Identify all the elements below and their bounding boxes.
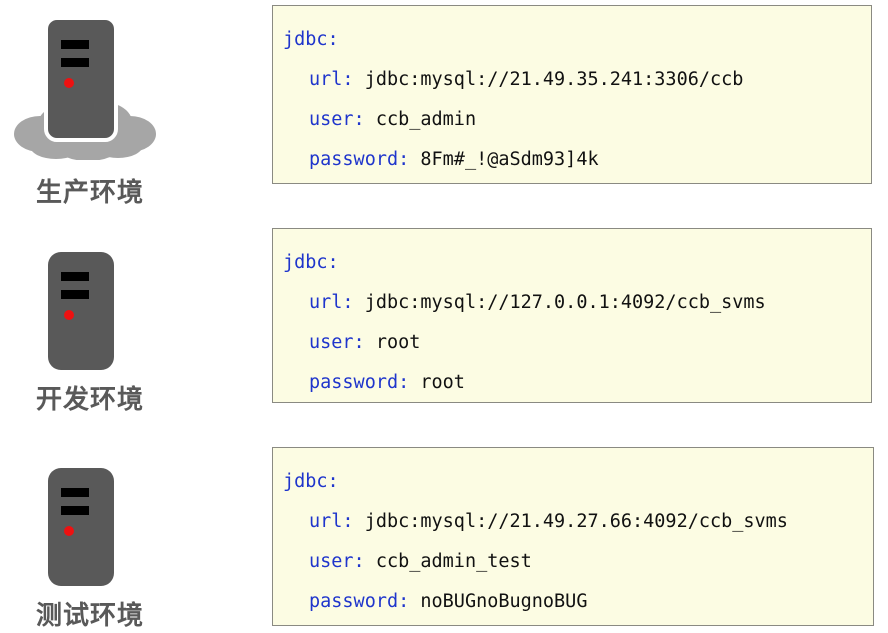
config-key-jdbc: jdbc: bbox=[283, 252, 339, 273]
environment-row-production: 生产环境 jdbc: url: jdbc:mysql://21.49.35.24… bbox=[0, 0, 888, 215]
server-chassis bbox=[44, 16, 118, 142]
server-status-led-icon bbox=[64, 78, 74, 88]
config-key-password: password: bbox=[309, 591, 410, 612]
config-key-password: password: bbox=[309, 372, 410, 393]
config-value-url: jdbc:mysql://21.49.27.66:4092/ccb_svms bbox=[364, 511, 788, 532]
environment-row-test: 测试环境 jdbc: url: jdbc:mysql://21.49.27.66… bbox=[0, 440, 888, 633]
server-icon bbox=[0, 440, 270, 590]
environment-label-production: 生产环境 bbox=[35, 178, 144, 208]
server-vent-bar-top bbox=[61, 40, 89, 49]
config-key-password: password: bbox=[309, 149, 410, 170]
config-key-user: user: bbox=[309, 551, 365, 572]
config-panel-development: jdbc: url: jdbc:mysql://127.0.0.1:4092/c… bbox=[272, 228, 872, 403]
config-value-password: noBUGnoBugnoBUG bbox=[420, 591, 588, 612]
server-vent-bar-bottom bbox=[61, 290, 89, 299]
server-chassis bbox=[48, 252, 114, 370]
config-value-password: 8Fm#_!@aSdm93]4k bbox=[420, 149, 599, 170]
environment-icon-column-production: 生产环境 bbox=[0, 0, 270, 215]
config-entry-url: url: jdbc:mysql://127.0.0.1:4092/ccb_svm… bbox=[283, 283, 861, 323]
server-status-led-icon bbox=[64, 526, 74, 536]
server-vent-bar-bottom bbox=[61, 58, 89, 67]
config-value-user: root bbox=[375, 332, 421, 353]
config-value-url: jdbc:mysql://127.0.0.1:4092/ccb_svms bbox=[364, 292, 766, 313]
environment-label-development: 开发环境 bbox=[35, 385, 144, 415]
config-key-url: url: bbox=[309, 511, 354, 532]
environment-icon-column-development: 开发环境 bbox=[0, 222, 270, 422]
config-value-url: jdbc:mysql://21.49.35.241:3306/ccb bbox=[364, 69, 744, 90]
config-root-key: jdbc: bbox=[283, 243, 861, 283]
config-value-user: ccb_admin_test bbox=[375, 551, 532, 572]
server-icon bbox=[0, 222, 270, 372]
config-entry-password: password: 8Fm#_!@aSdm93]4k bbox=[283, 140, 861, 180]
config-value-password: root bbox=[420, 372, 465, 393]
server-status-led-icon bbox=[64, 310, 74, 320]
environment-icon-column-test: 测试环境 bbox=[0, 440, 270, 633]
config-key-url: url: bbox=[309, 292, 354, 313]
config-entry-user: user: ccb_admin bbox=[283, 100, 861, 140]
config-root-key: jdbc: bbox=[283, 20, 861, 60]
config-entry-password: password: noBUGnoBugnoBUG bbox=[283, 582, 863, 622]
config-entry-password: password: root bbox=[283, 363, 861, 403]
config-entry-url: url: jdbc:mysql://21.49.27.66:4092/ccb_s… bbox=[283, 502, 863, 542]
server-vent-bar-top bbox=[61, 488, 89, 497]
config-entry-user: user: root bbox=[283, 323, 861, 363]
config-entry-user: user: ccb_admin_test bbox=[283, 542, 863, 582]
server-chassis bbox=[48, 468, 114, 586]
config-key-url: url: bbox=[309, 69, 354, 90]
config-key-user: user: bbox=[309, 109, 365, 130]
server-vent-bar-bottom bbox=[61, 506, 89, 515]
server-with-cloud-icon bbox=[0, 0, 270, 170]
config-value-user: ccb_admin bbox=[375, 109, 477, 130]
config-key-user: user: bbox=[309, 332, 365, 353]
config-key-jdbc: jdbc: bbox=[283, 471, 339, 492]
config-panel-test: jdbc: url: jdbc:mysql://21.49.27.66:4092… bbox=[272, 447, 874, 626]
environment-row-development: 开发环境 jdbc: url: jdbc:mysql://127.0.0.1:4… bbox=[0, 222, 888, 422]
config-key-jdbc: jdbc: bbox=[283, 29, 339, 50]
server-vent-bar-top bbox=[61, 272, 89, 281]
environment-label-test: 测试环境 bbox=[35, 601, 144, 631]
config-entry-url: url: jdbc:mysql://21.49.35.241:3306/ccb bbox=[283, 60, 861, 100]
config-root-key: jdbc: bbox=[283, 462, 863, 502]
config-panel-production: jdbc: url: jdbc:mysql://21.49.35.241:330… bbox=[272, 5, 872, 184]
